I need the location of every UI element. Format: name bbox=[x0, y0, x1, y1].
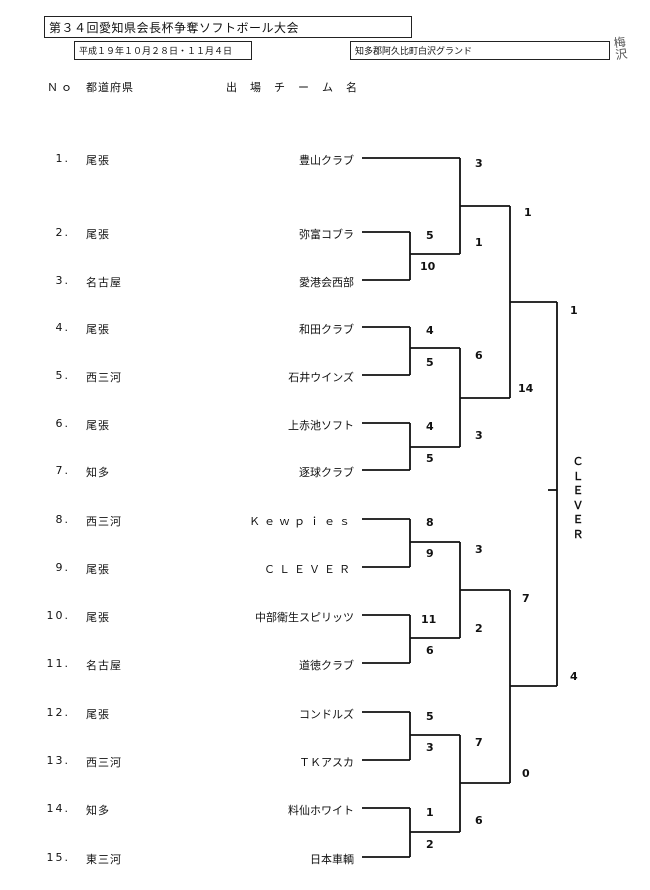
entry-number: 15. bbox=[46, 851, 70, 864]
score-label: 3 bbox=[426, 741, 434, 754]
score-label: 11 bbox=[421, 613, 437, 626]
entry-number: 3. bbox=[55, 274, 70, 287]
score-label: 2 bbox=[426, 838, 434, 851]
entry-prefecture: 尾張 bbox=[86, 708, 110, 721]
score-label: 8 bbox=[426, 516, 434, 529]
entry-number: 4. bbox=[55, 321, 70, 334]
entry-team: コンドルズ bbox=[299, 708, 354, 721]
score-label: 4 bbox=[570, 670, 578, 683]
entry-prefecture: 知多 bbox=[86, 466, 110, 479]
entry-team: 逐球クラブ bbox=[299, 466, 354, 479]
score-label: 5 bbox=[426, 356, 434, 369]
score-label: 5 bbox=[426, 229, 434, 242]
score-label: 4 bbox=[426, 324, 434, 337]
tournament-dates: 平成１９年１０月２８日・１１月４日 bbox=[79, 47, 233, 57]
tournament-title-box: 第３４回愛知県会長杯争奪ソフトボール大会 bbox=[44, 16, 412, 38]
entry-prefecture: 名古屋 bbox=[86, 276, 122, 289]
entry-number: 1. bbox=[55, 152, 70, 165]
entry-team: 弥富コブラ bbox=[299, 228, 354, 241]
score-label: 1 bbox=[570, 304, 578, 317]
entry-team: 中部衛生スピリッツ bbox=[255, 611, 354, 624]
score-label: 10 bbox=[420, 260, 436, 273]
tournament-title: 第３４回愛知県会長杯争奪ソフトボール大会 bbox=[49, 21, 300, 35]
entry-number: 2. bbox=[55, 226, 70, 239]
score-label: 0 bbox=[522, 767, 530, 780]
score-label: 4 bbox=[426, 420, 434, 433]
entry-number: 6. bbox=[55, 417, 70, 430]
score-label: 1 bbox=[524, 206, 532, 219]
entry-team: 愛港会西部 bbox=[299, 276, 354, 289]
score-label: 5 bbox=[426, 452, 434, 465]
score-label: 3 bbox=[475, 429, 483, 442]
entry-number: 8. bbox=[55, 513, 70, 526]
entry-team: 豊山クラブ bbox=[299, 154, 354, 167]
entry-prefecture: 西三河 bbox=[86, 756, 122, 769]
entry-prefecture: 西三河 bbox=[86, 371, 122, 384]
score-label: 7 bbox=[475, 736, 483, 749]
champion-letter: Ｒ bbox=[572, 527, 584, 541]
score-label: 9 bbox=[426, 547, 434, 560]
champion-letter: Ｃ bbox=[572, 455, 584, 468]
score-label: 1 bbox=[475, 236, 483, 249]
score-label: 2 bbox=[475, 622, 483, 635]
entry-team: 和田クラブ bbox=[299, 323, 354, 336]
champion-letter: Ｅ bbox=[572, 513, 584, 526]
score-label: 6 bbox=[475, 349, 483, 362]
column-header-team: 出 場 チ ー ム 名 bbox=[226, 81, 358, 94]
entry-prefecture: 尾張 bbox=[86, 228, 110, 241]
column-header-prefecture: 都道府県 bbox=[86, 81, 134, 94]
entry-team: 上赤池ソフト bbox=[288, 419, 354, 432]
score-label: 6 bbox=[475, 814, 483, 827]
entry-prefecture: 尾張 bbox=[86, 611, 110, 624]
entry-number: 13. bbox=[46, 754, 70, 767]
column-header-no: Ｎｏ bbox=[47, 81, 75, 94]
champion-letter: Ｌ bbox=[572, 469, 584, 483]
entry-prefecture: 尾張 bbox=[86, 419, 110, 432]
entry-team: ＣＬＥＶＥＲ bbox=[264, 563, 354, 576]
entry-number: 12. bbox=[46, 706, 70, 719]
entry-number: 5. bbox=[55, 369, 70, 382]
entry-number: 9. bbox=[55, 561, 70, 574]
entry-team: 日本車輌 bbox=[310, 853, 354, 866]
score-label: 6 bbox=[426, 644, 434, 657]
score-label: 3 bbox=[475, 157, 483, 170]
entry-team: ＴＫアスカ bbox=[299, 756, 354, 769]
score-label: 3 bbox=[475, 543, 483, 556]
date-box: 平成１９年１０月２８日・１１月４日 bbox=[74, 41, 252, 60]
entry-prefecture: 尾張 bbox=[86, 154, 110, 167]
entry-number: 14. bbox=[46, 802, 70, 815]
score-label: 14 bbox=[518, 382, 534, 395]
entry-prefecture: 名古屋 bbox=[86, 659, 122, 672]
venue-box: 知多郡阿久比町白沢グランド bbox=[350, 41, 610, 60]
score-label: 5 bbox=[426, 710, 434, 723]
entry-team: Ｋｅｗｐｉｅｓ bbox=[249, 515, 354, 528]
entry-team: 石井ウインズ bbox=[288, 371, 354, 384]
entry-prefecture: 尾張 bbox=[86, 563, 110, 576]
entry-number: 7. bbox=[55, 464, 70, 477]
entry-team: 料仙ホワイト bbox=[288, 804, 354, 817]
entry-prefecture: 東三河 bbox=[86, 853, 122, 866]
entry-team: 道徳クラブ bbox=[299, 659, 354, 672]
champion-letter: Ｖ bbox=[572, 498, 584, 512]
entry-prefecture: 尾張 bbox=[86, 323, 110, 336]
entry-number: 11. bbox=[46, 657, 70, 670]
entry-prefecture: 知多 bbox=[86, 804, 110, 817]
score-label: 7 bbox=[522, 592, 530, 605]
entry-prefecture: 西三河 bbox=[86, 515, 122, 528]
champion-letter: Ｅ bbox=[572, 484, 584, 497]
tournament-venue: 知多郡阿久比町白沢グランド bbox=[355, 47, 473, 57]
score-label: 1 bbox=[426, 806, 434, 819]
entry-number: 10. bbox=[46, 609, 70, 622]
